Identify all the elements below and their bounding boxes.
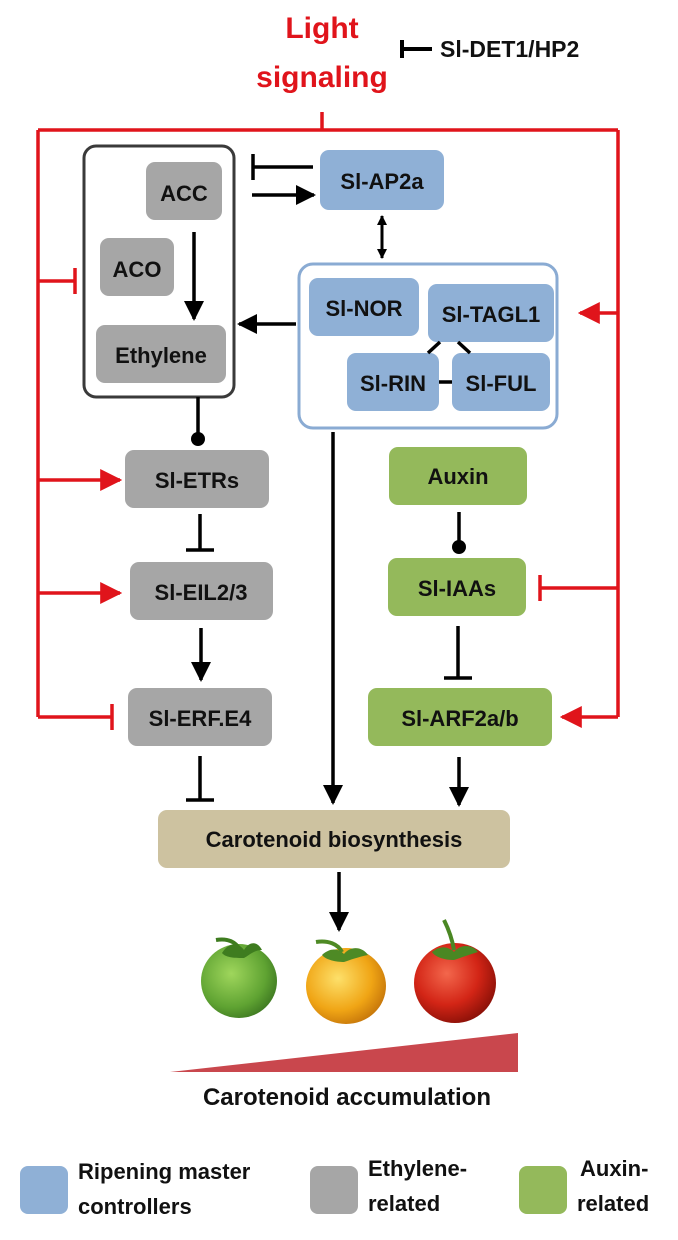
nor-node [309, 278, 419, 336]
ap2a-label: Sl-AP2a [340, 169, 424, 194]
rin-label: Sl-RIN [360, 371, 426, 396]
arf-label: Sl-ARF2a/b [401, 706, 518, 731]
ful-label: Sl-FUL [466, 371, 537, 396]
etrs-inhibits-eil-arrow [186, 514, 214, 552]
erf-label: Sl-ERF.E4 [149, 706, 252, 731]
erf-node [128, 688, 272, 746]
rin-node [347, 353, 439, 411]
carotenoid-biosynthesis-node [158, 810, 510, 868]
ethylene-label: Ethylene [115, 343, 207, 368]
legend-ripening-line2: controllers [78, 1194, 192, 1219]
red-tomato-image [414, 919, 496, 1023]
legend-ethylene-line2: related [368, 1191, 440, 1216]
iaas-label: Sl-IAAs [418, 576, 496, 601]
acc-label: ACC [160, 181, 208, 206]
light-signaling-frame [36, 112, 620, 717]
ethylene-binds-etrs-dot [191, 432, 205, 446]
light-signaling-title-line2: signaling [256, 61, 388, 94]
nor-label: Sl-NOR [326, 296, 403, 321]
light-signaling-title-line1: Light [285, 12, 358, 45]
tagl1-label: Sl-TAGL1 [442, 302, 541, 327]
legend-ripening-line1: Ripening master [78, 1159, 251, 1184]
legend-auxin-line1: Auxin- [580, 1156, 648, 1181]
auxin-node [389, 447, 527, 505]
orange-tomato-image [306, 939, 386, 1024]
ethylene-node [96, 325, 226, 383]
legend-auxin-swatch [519, 1166, 567, 1214]
det1-repression-arrow [400, 40, 432, 58]
ful-node [452, 353, 550, 411]
arf-node [368, 688, 552, 746]
eil-node [130, 562, 273, 620]
erf-inhibits-carotenoid-arrow [186, 756, 214, 802]
light-inhibits-iaas-arrow [538, 575, 618, 601]
det1-hp2-label: Sl-DET1/HP2 [440, 36, 579, 62]
aco-node [100, 238, 174, 296]
ap2a-inhibits-ethylene-arrow [251, 154, 313, 180]
carotenoid-accumulation-label: Carotenoid accumulation [203, 1084, 491, 1111]
legend-auxin-line2: related [577, 1191, 649, 1216]
legend-ethylene-line1: Ethylene- [368, 1156, 467, 1181]
carotenoid-biosynthesis-label: Carotenoid biosynthesis [206, 827, 463, 852]
carotenoid-accumulation-wedge [170, 1033, 518, 1072]
iaas-inhibits-arf-arrow [444, 626, 472, 680]
tagl1-node [428, 284, 554, 342]
ap2a-node [320, 150, 444, 210]
auxin-binds-iaas-dot [452, 540, 466, 554]
legend-ethylene-swatch [310, 1166, 358, 1214]
aco-label: ACO [113, 257, 162, 282]
light-inhibits-erf-arrow [38, 704, 114, 730]
etrs-node [125, 450, 269, 508]
auxin-label: Auxin [427, 464, 488, 489]
acc-node [146, 162, 222, 220]
green-tomato-image [201, 937, 277, 1018]
legend-ripening-swatch [20, 1166, 68, 1214]
eil-label: Sl-EIL2/3 [155, 580, 248, 605]
mads-complex-links [426, 340, 472, 384]
light-inhibits-ethylene-synthesis [38, 268, 77, 294]
iaas-node [388, 558, 526, 616]
etrs-label: Sl-ETRs [155, 468, 239, 493]
